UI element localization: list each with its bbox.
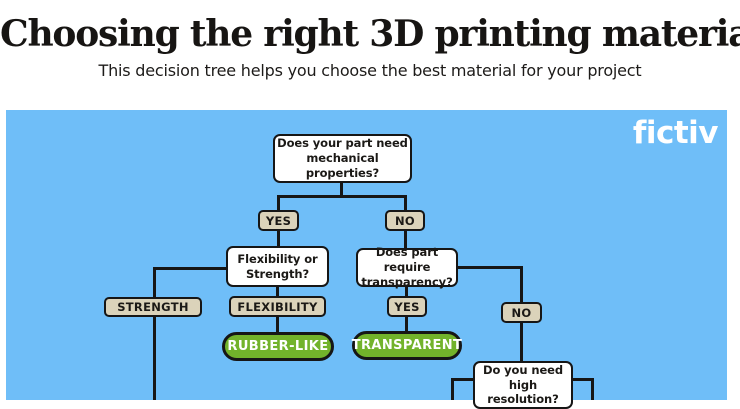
question-transparency: Does part require transparency? [356, 245, 458, 289]
material-rubber-like: RUBBER-LIKE [222, 332, 334, 361]
answer-yes-transparency: YES [387, 296, 427, 317]
answer-yes-mechanical: YES [258, 210, 299, 231]
connector-line [520, 321, 523, 363]
question-flexibility-or-strength: Flexibility or Strength? [226, 246, 329, 287]
connector-line [277, 195, 407, 198]
connector-line [276, 315, 279, 334]
answer-no-mechanical: NO [385, 210, 425, 231]
question-mechanical-properties: Does your part need mechanical propertie… [273, 134, 412, 183]
connector-line [153, 267, 156, 299]
page-subtitle: This decision tree helps you choose the … [98, 61, 642, 80]
connector-line [153, 267, 228, 270]
answer-no-transparency: NO [501, 302, 542, 323]
answer-flexibility: FLEXIBILITY [229, 296, 326, 317]
connector-line [276, 285, 279, 298]
connector-line [571, 378, 594, 381]
connector-line [340, 183, 343, 198]
connector-line [405, 285, 408, 298]
connector-line [404, 195, 407, 212]
connector-line [277, 195, 280, 212]
connector-line [153, 315, 156, 400]
flowchart: Does your part need mechanical propertie… [104, 134, 594, 409]
fictiv-logo: fictiv [632, 115, 719, 151]
question-high-resolution: Do you need high resolution? [473, 361, 573, 409]
connector-line [277, 229, 280, 248]
material-transparent: TRANSPARENT [352, 331, 462, 360]
connector-line [591, 378, 594, 400]
connector-line [404, 229, 407, 250]
connector-line [405, 315, 408, 333]
connector-line [451, 378, 454, 400]
connector-line [451, 378, 475, 381]
header: Choosing the right 3D printing material … [0, 0, 740, 80]
connector-line [456, 266, 523, 269]
page-title: Choosing the right 3D printing material [0, 13, 740, 55]
answer-strength: STRENGTH [104, 297, 202, 317]
connector-line [520, 266, 523, 304]
